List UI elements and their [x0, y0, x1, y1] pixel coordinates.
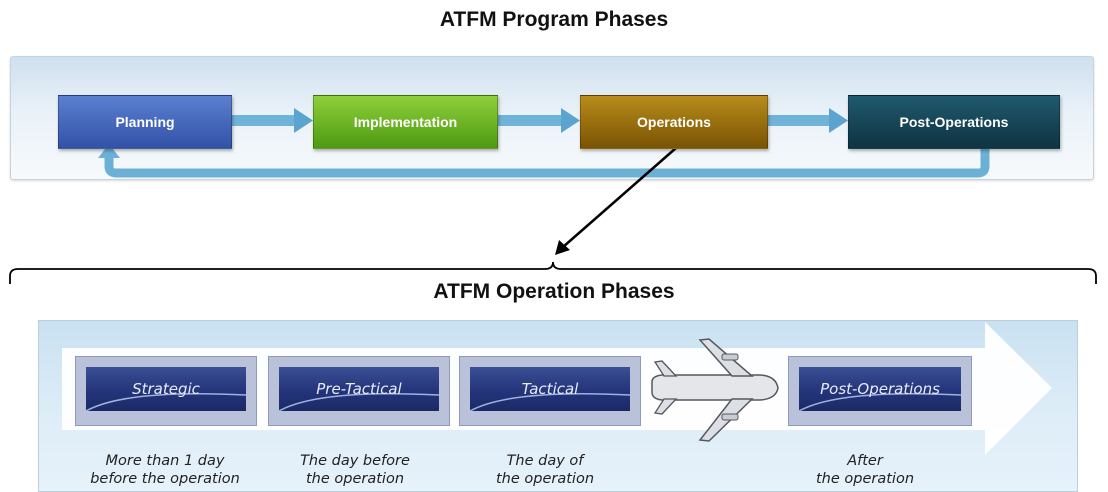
caption-line: After: [847, 453, 883, 469]
phase-planning: Planning: [58, 95, 232, 149]
airplane-icon: [651, 338, 779, 442]
operation-phase-strategic: Strategic: [75, 356, 257, 426]
operation-phase-label: Post-Operations: [820, 380, 940, 398]
caption-line: the operation: [495, 471, 595, 487]
caption-line: the operation: [815, 471, 915, 487]
flow-arrow-icon: [497, 108, 580, 133]
flow-arrow-icon: [231, 108, 313, 133]
caption-strategic: More than 1 day before the operation: [60, 452, 270, 488]
operation-phase-label: Strategic: [132, 380, 200, 398]
caption-post-operations: After the operation: [770, 452, 960, 488]
operation-phases-title: ATFM Operation Phases: [433, 280, 675, 303]
curly-brace-icon: [9, 261, 1097, 284]
swoosh-decoration: [86, 392, 246, 411]
caption-line: The day of: [506, 453, 584, 469]
phase-post-operations: Post-Operations: [848, 95, 1060, 149]
caption-line: the operation: [305, 471, 405, 487]
swoosh-decoration: [470, 392, 630, 411]
swoosh-decoration: [799, 392, 961, 411]
operation-phase-post-operations: Post-Operations: [788, 356, 972, 426]
caption-tactical: The day of the operation: [450, 452, 640, 488]
caption-line: The day before: [300, 453, 410, 469]
phase-operations: Operations: [580, 95, 768, 149]
pointer-arrow-icon: [555, 147, 677, 255]
operation-phase-label: Tactical: [521, 380, 579, 398]
operation-phase-tactical: Tactical: [459, 356, 641, 426]
flow-arrow-icon: [767, 108, 848, 133]
program-phases-title: ATFM Program Phases: [439, 8, 669, 31]
caption-pre-tactical: The day before the operation: [255, 452, 455, 488]
swoosh-decoration: [279, 392, 439, 411]
caption-line: before the operation: [90, 471, 240, 487]
operation-phase-label: Pre-Tactical: [316, 380, 402, 398]
phase-implementation: Implementation: [313, 95, 498, 149]
caption-line: More than 1 day: [105, 453, 225, 469]
operation-phase-pre-tactical: Pre-Tactical: [268, 356, 450, 426]
loop-back-arrow-icon: [98, 144, 990, 178]
